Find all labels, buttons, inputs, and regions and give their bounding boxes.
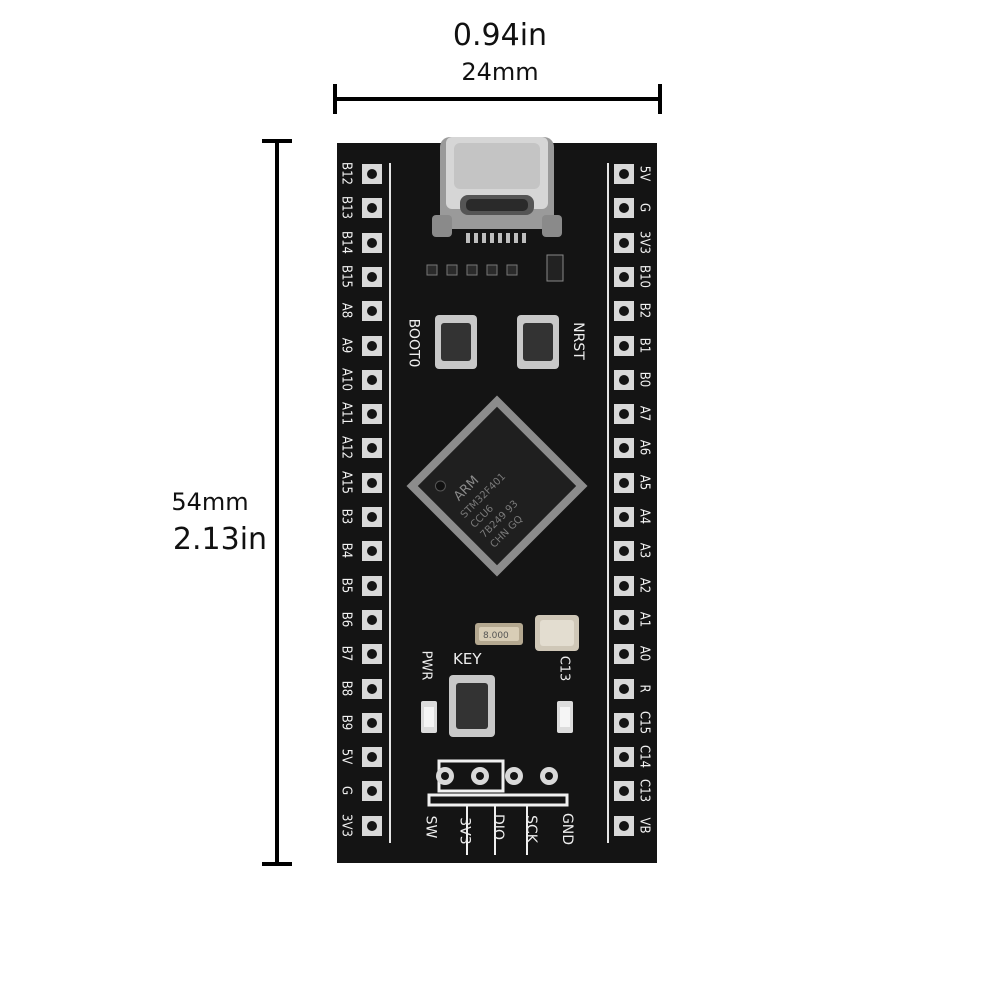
left-pin-pad — [361, 780, 383, 802]
left-pin-pad — [361, 472, 383, 494]
left-pin-pad — [361, 197, 383, 219]
left-pin-pad — [361, 575, 383, 597]
left-pin-pad — [361, 163, 383, 185]
right-pin-pad — [613, 163, 635, 185]
left-pin-pad — [361, 369, 383, 391]
right-pin-pad — [613, 678, 635, 700]
left-pin-pad — [361, 437, 383, 459]
left-pin-pad — [361, 540, 383, 562]
left-pin-pad — [361, 712, 383, 734]
left-pin-pad — [361, 643, 383, 665]
right-pin-pad — [613, 369, 635, 391]
left-pin-pad — [361, 335, 383, 357]
right-pin-pad — [613, 197, 635, 219]
left-pin-pad — [361, 266, 383, 288]
right-pin-label: VB — [636, 817, 652, 834]
swd-pin-label-dio: DIO — [489, 814, 506, 840]
crystal-marking: 8.000 — [483, 631, 509, 641]
right-pin-pad — [613, 300, 635, 322]
mcu-chip-icon: ARM STM32F401 CCU6 7B249 93 CHN GQ — [399, 388, 595, 584]
swd-pin-label-sck: SCK — [522, 815, 539, 843]
right-pin-pad — [613, 335, 635, 357]
swd-pin-label-3v3: 3V3 — [456, 817, 473, 845]
nrst-label: NRST — [569, 322, 586, 360]
swd-header — [427, 759, 577, 859]
left-pin-pad — [361, 815, 383, 837]
right-pin-pad — [613, 712, 635, 734]
c13-label: C13 — [556, 655, 572, 682]
height-mm-label: 54mm — [171, 488, 249, 516]
crystal-icon — [535, 615, 579, 651]
height-inches-label: 2.13in — [172, 522, 268, 557]
right-pin-pad — [613, 643, 635, 665]
right-pin-pad — [613, 232, 635, 254]
width-mm-label: 24mm — [461, 58, 539, 86]
left-pin-label: 3V3 — [338, 813, 354, 837]
usb-c-connector-icon — [432, 137, 562, 247]
right-pin-pad — [613, 472, 635, 494]
user-key-button[interactable] — [447, 673, 497, 739]
right-pin-pad — [613, 403, 635, 425]
right-pin-pad — [613, 575, 635, 597]
right-pin-pad — [613, 609, 635, 631]
left-pin-pad — [361, 609, 383, 631]
led-icon — [557, 701, 573, 733]
right-pin-pad — [613, 437, 635, 459]
right-pin-pad — [613, 506, 635, 528]
right-pin-pad — [613, 815, 635, 837]
left-pin-pad — [361, 300, 383, 322]
smd-components — [426, 254, 564, 282]
right-silkscreen-rail — [607, 163, 609, 843]
swd-pin-label-gnd: GND — [559, 812, 576, 846]
key-label: KEY — [453, 650, 482, 668]
swd-title-label: SW — [422, 815, 439, 839]
boot0-button[interactable] — [433, 313, 479, 371]
left-pin-pad — [361, 678, 383, 700]
width-inches-label: 0.94in — [452, 18, 548, 53]
right-pin-pad — [613, 746, 635, 768]
right-pin-pad — [613, 540, 635, 562]
right-pin-pad — [613, 780, 635, 802]
nrst-reset-button[interactable] — [515, 313, 561, 371]
left-pin-pad — [361, 232, 383, 254]
left-silkscreen-rail — [389, 163, 391, 843]
crystal-icon: 8.000 — [475, 623, 523, 645]
pwr-label: PWR — [418, 650, 434, 681]
left-pin-pad — [361, 403, 383, 425]
left-pin-pad — [361, 746, 383, 768]
left-pin-pad — [361, 506, 383, 528]
led-icon — [421, 701, 437, 733]
boot0-label: BOOT0 — [405, 318, 422, 368]
right-pin-pad — [613, 266, 635, 288]
